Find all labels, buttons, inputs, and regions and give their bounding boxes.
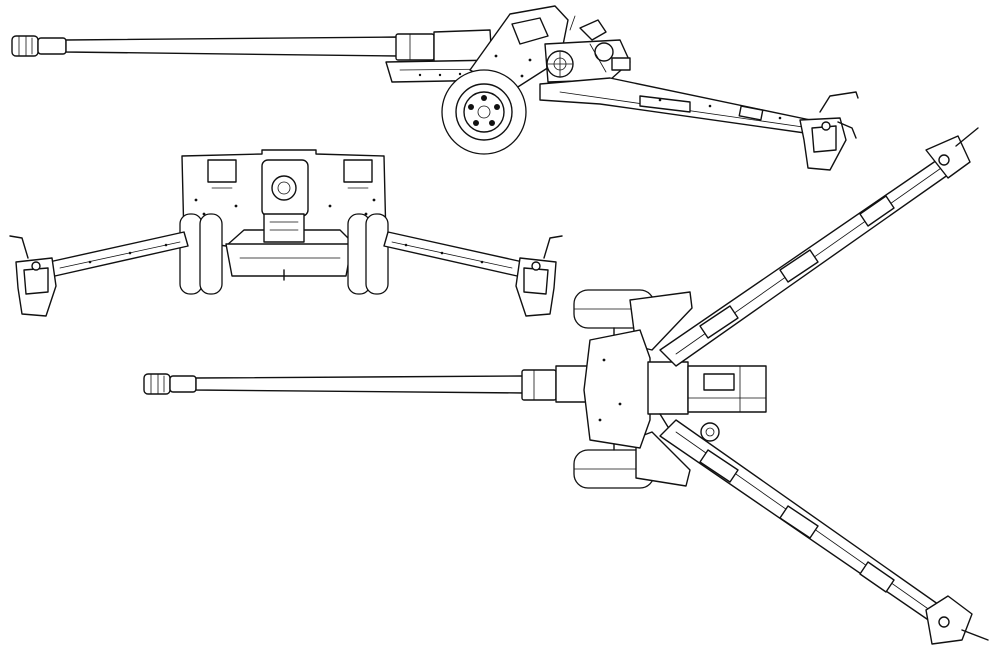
top-view <box>143 127 989 645</box>
rear-carriage <box>225 243 353 281</box>
side-trail-spade <box>799 91 859 171</box>
top-barrel <box>195 365 647 403</box>
top-shield <box>583 291 693 487</box>
rear-wheel-right <box>347 213 389 295</box>
rear-trail-left <box>9 231 189 317</box>
top-trail-upper <box>659 127 979 367</box>
rear-breech <box>261 159 309 243</box>
top-muzzle-brake <box>143 373 197 395</box>
top-trail-lower <box>659 419 989 645</box>
side-muzzle-brake <box>11 35 67 57</box>
rear-view <box>9 149 563 317</box>
rear-trail-right <box>383 231 563 317</box>
side-view <box>11 5 859 171</box>
rear-wheel-left <box>179 213 223 295</box>
side-barrel <box>65 29 493 65</box>
side-breech <box>544 15 631 83</box>
side-trail <box>539 77 821 135</box>
side-wheel <box>441 69 527 155</box>
